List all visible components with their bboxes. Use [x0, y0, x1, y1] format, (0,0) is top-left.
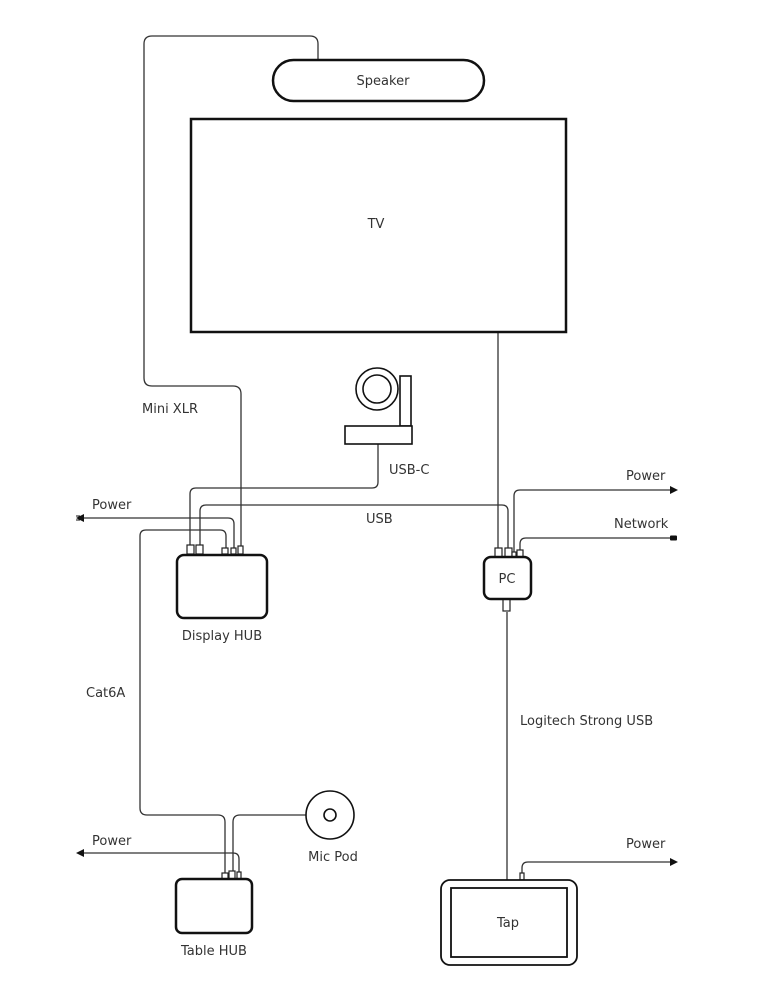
cable-label-cat6a: Cat6A	[86, 686, 125, 701]
cable-label-network-pc: Network	[614, 517, 669, 532]
table-hub-label: Table HUB	[180, 944, 247, 959]
pc-label: PC	[499, 572, 516, 587]
display-hub-label: Display HUB	[182, 629, 262, 644]
power-plug-icon	[670, 858, 678, 866]
tap-device: Tap	[440, 872, 578, 966]
cable-power-pc	[513, 489, 672, 552]
display-hub-device: Display HUB	[175, 544, 269, 644]
camera-device	[344, 367, 413, 445]
cable-label-power-display-hub: Power	[92, 498, 132, 513]
power-plug-icon	[76, 514, 84, 522]
tv-device: TV	[189, 117, 568, 334]
cable-label-strong-usb: Logitech Strong USB	[520, 714, 653, 729]
cable-mic-pod	[232, 814, 306, 873]
cable-label-usb-c: USB-C	[389, 463, 429, 478]
cable-network-pc	[519, 537, 672, 552]
cable-label-power-table-hub: Power	[92, 834, 132, 849]
speaker-device: Speaker	[271, 58, 486, 103]
network-plug-icon	[670, 535, 677, 541]
mic-pod-label: Mic Pod	[308, 850, 358, 865]
tap-label: Tap	[496, 916, 519, 931]
cable-label-power-tap: Power	[626, 837, 666, 852]
cable-power-display-hub	[82, 517, 235, 548]
cable-label-usb: USB	[366, 512, 393, 527]
cable-mini-xlr	[143, 35, 319, 548]
table-hub-device: Table HUB	[174, 870, 254, 959]
pc-device: PC	[482, 547, 533, 612]
cable-power-table-hub	[82, 852, 240, 873]
cable-power-tap	[521, 861, 672, 878]
cable-usb-c	[189, 444, 379, 545]
cable-label-mini-xlr: Mini XLR	[142, 402, 198, 417]
mic-pod-device: Mic Pod	[305, 790, 358, 865]
speaker-label: Speaker	[357, 74, 411, 89]
tv-label: TV	[367, 217, 385, 232]
cable-usb	[199, 504, 509, 548]
cable-label-power-pc: Power	[626, 469, 666, 484]
cable-cat6a	[139, 529, 227, 875]
power-plug-icon	[76, 849, 84, 857]
power-plug-icon	[670, 486, 678, 494]
